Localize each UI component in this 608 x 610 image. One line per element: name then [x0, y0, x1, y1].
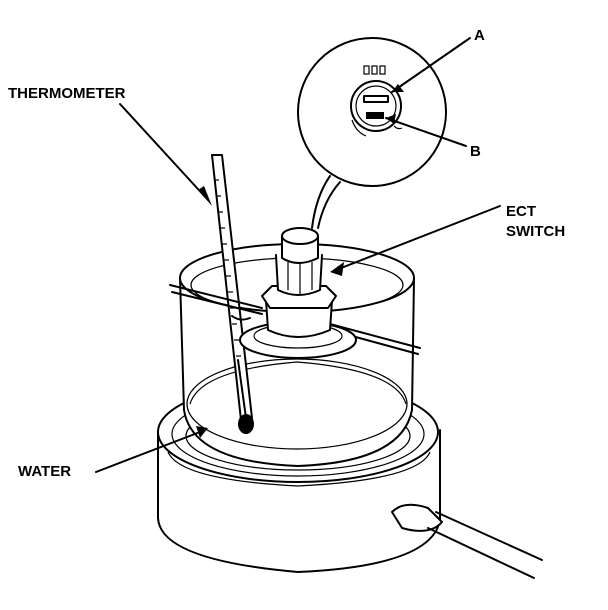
connector-detail-inset [297, 37, 447, 229]
power-cord [391, 503, 543, 579]
leader-lines [95, 37, 501, 473]
thermometer-label: THERMOMETER [8, 85, 126, 102]
ect-label-line1: ECT [506, 203, 536, 220]
terminal-b-label: B [470, 143, 481, 160]
ect-label-line2: SWITCH [506, 223, 565, 240]
water-label: WATER [18, 463, 71, 480]
terminal-a-label: A [474, 27, 485, 44]
thermometer [211, 154, 254, 434]
ect-switch [239, 227, 357, 359]
water [189, 361, 407, 405]
